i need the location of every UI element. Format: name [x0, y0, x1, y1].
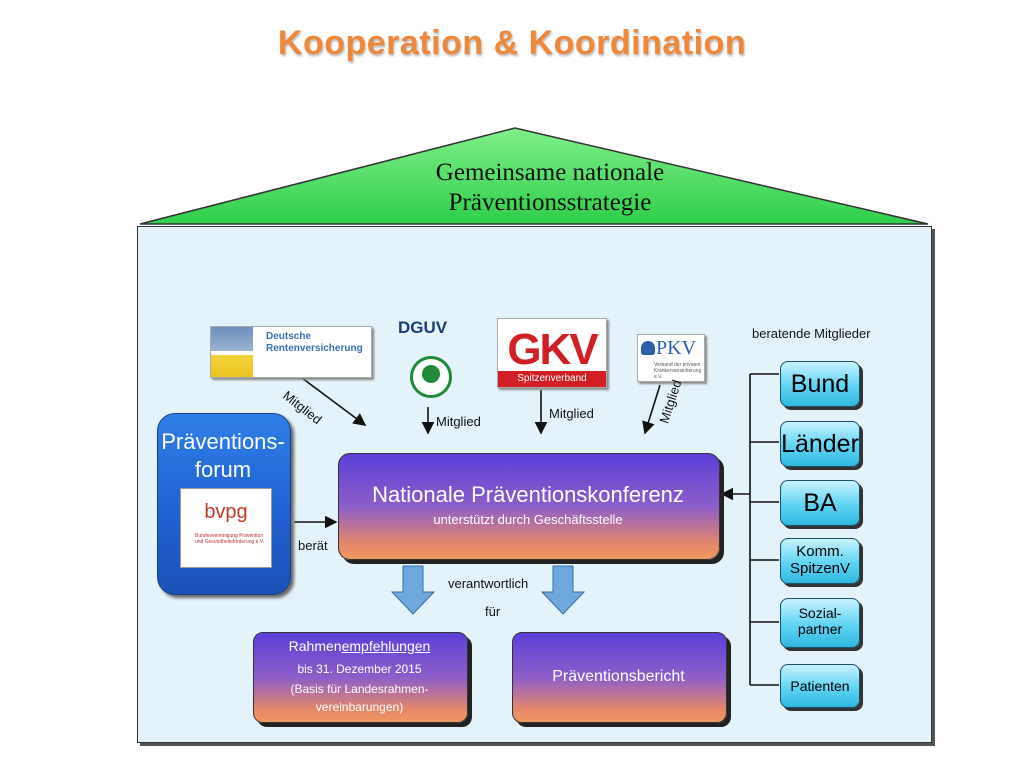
- label-beraet: berät: [298, 538, 328, 553]
- rahmen-line-3: (Basis für Landesrahmen-: [290, 682, 429, 696]
- advisory-sozialpartner: Sozial- partner: [780, 598, 860, 648]
- npk-subtitle: unterstützt durch Geschäftsstelle: [433, 512, 623, 527]
- forum-line-2: forum: [194, 457, 252, 482]
- pkv-logo-text: PKV: [656, 337, 697, 359]
- page-title: Kooperation & Koordination: [277, 24, 747, 62]
- advisory-komm-line-2: SpitzenV: [789, 560, 851, 577]
- label-verantwortlich: verantwortlich: [448, 576, 529, 591]
- advisory-ba: BA: [780, 480, 860, 526]
- advisory-komm-spitzenv: Komm. SpitzenV: [780, 538, 860, 584]
- label-mitglied-gkv: Mitglied: [549, 406, 594, 421]
- rahmenempfehlungen-box: [253, 632, 468, 723]
- npk-box: [338, 453, 720, 560]
- roof-title: Gemeinsame nationale Präventionsstrategi…: [330, 158, 770, 218]
- gkv-logo-sub: Spitzenverband: [498, 371, 606, 387]
- arrow-pkv: [642, 384, 661, 435]
- pkv-logo: PKV Verband der privaten Krankenversiche…: [637, 334, 705, 382]
- praeventionsbericht-box: [512, 632, 727, 723]
- rahmen-line-2: bis 31. Dezember 2015: [297, 662, 422, 676]
- label-mitglied-dguv: Mitglied: [436, 414, 481, 429]
- roof-line-2: Präventionsstrategie: [448, 189, 652, 216]
- pkv-logo-sub: Verband der privaten Krankenversicherung…: [654, 362, 702, 380]
- drv-logo-icon: [211, 327, 253, 377]
- npk-title: Nationale Präventionskonferenz: [372, 482, 684, 507]
- advisory-laender: Länder: [780, 421, 860, 467]
- drv-logo-text: Deutsche Rentenversicherung: [266, 331, 363, 354]
- rahmen-line-4: vereinbarungen): [315, 700, 404, 714]
- gkv-logo: GKV Spitzenverband: [497, 318, 607, 388]
- down-arrow-right: [540, 565, 586, 615]
- label-fuer: für: [485, 604, 501, 619]
- pkv-icon: [641, 341, 655, 355]
- praeventionsforum-title: Präventions- forum: [157, 428, 289, 484]
- forum-line-1: Präventions-: [161, 429, 285, 454]
- gkv-logo-text: GKV: [507, 325, 598, 374]
- down-arrow-left: [390, 565, 436, 615]
- advisory-sozial-line-2: partner: [797, 621, 843, 637]
- advisory-komm-line-1: Komm.: [796, 543, 844, 560]
- roof: [139, 127, 929, 225]
- rahmen-prefix: Rahmen: [288, 638, 342, 654]
- bvpg-logo: bvpg Bundesvereinigung Prävention und Ge…: [180, 488, 272, 568]
- advisory-sozial-line-1: Sozial-: [798, 605, 842, 621]
- advisory-bund: Bund: [780, 361, 860, 407]
- bvpg-logo-sub: Bundesvereinigung Prävention und Gesundh…: [195, 533, 265, 545]
- tree-icon: [410, 356, 452, 398]
- bvpg-logo-text: bvpg: [204, 501, 248, 523]
- arrow-drv: [297, 374, 367, 426]
- drv-logo: Deutsche Rentenversicherung: [210, 326, 372, 378]
- rahmen-underlined: empfehlungen: [341, 638, 431, 654]
- advisory-patienten: Patienten: [780, 664, 860, 708]
- roof-line-1: Gemeinsame nationale: [435, 159, 665, 186]
- dguv-logo: DGUV: [398, 318, 448, 337]
- rahmen-title: Rahmenempfehlungen: [253, 638, 466, 654]
- praeventionsbericht-title: Präventionsbericht: [552, 668, 685, 685]
- label-beratende-mitglieder: beratende Mitglieder: [752, 326, 871, 341]
